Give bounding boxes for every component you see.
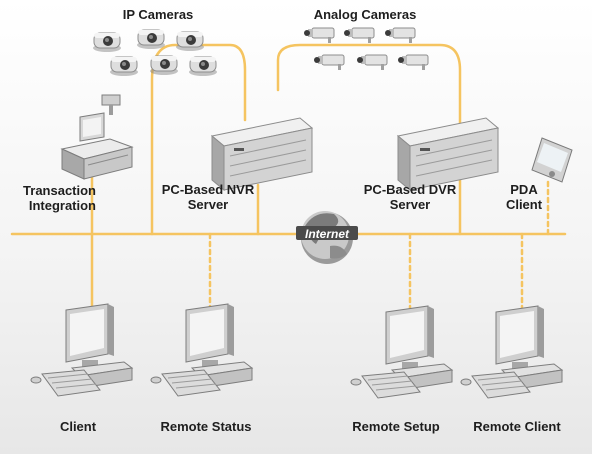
client-label: Client (59, 419, 97, 434)
nvr-server-label: PC-Based NVR Server (154, 182, 262, 212)
internet-globe-icon (296, 211, 358, 264)
pos-terminal-icon (60, 94, 134, 180)
analog-camera-icon (384, 27, 416, 44)
ip-cameras-label: IP Cameras (122, 7, 194, 22)
remote-status-label: Remote Status (160, 419, 252, 434)
ip-camera-group (92, 29, 218, 77)
ip-camera-icon (175, 31, 205, 52)
desktop-workstation-icon (460, 305, 563, 399)
ip-camera-icon (109, 56, 139, 77)
desktop-workstation-icon (150, 303, 253, 397)
nvr-label-line1: PC-Based NVR (161, 182, 255, 197)
pda-label-line1: PDA (510, 182, 538, 197)
nvr-label-line2: Server (187, 197, 229, 212)
transaction-label-line1: Transaction (23, 183, 96, 198)
analog-camera-feed-line (276, 43, 462, 236)
remote-setup-label: Remote Setup (352, 419, 440, 434)
dvr-server-icon (397, 117, 499, 191)
analog-camera-icon (343, 27, 375, 44)
ip-camera-icon (149, 55, 179, 76)
dvr-label-line2: Server (389, 197, 431, 212)
remote-client-label: Remote Client (473, 419, 561, 434)
desktop-workstation-icon (30, 303, 133, 397)
ip-camera-icon (136, 29, 166, 50)
transaction-label-line2: Integration (28, 198, 96, 213)
pda-client-label: PDA Client (494, 182, 554, 212)
pda-icon (531, 137, 573, 183)
transaction-integration-label: Transaction Integration (6, 183, 96, 213)
ip-camera-icon (188, 56, 218, 77)
pda-label-line2: Client (505, 197, 543, 212)
internet-label: Internet (304, 227, 349, 241)
nvr-server-icon (211, 117, 313, 191)
analog-camera-icon (356, 54, 388, 71)
analog-camera-icon (303, 27, 335, 44)
dvr-server-label: PC-Based DVR Server (356, 182, 464, 212)
ip-camera-icon (92, 32, 122, 53)
dvr-label-line1: PC-Based DVR (363, 182, 457, 197)
analog-camera-icon (313, 54, 345, 71)
analog-cameras-label: Analog Cameras (313, 7, 417, 22)
analog-camera-group (303, 27, 429, 71)
desktop-workstation-icon (350, 305, 453, 399)
analog-camera-icon (397, 54, 429, 71)
